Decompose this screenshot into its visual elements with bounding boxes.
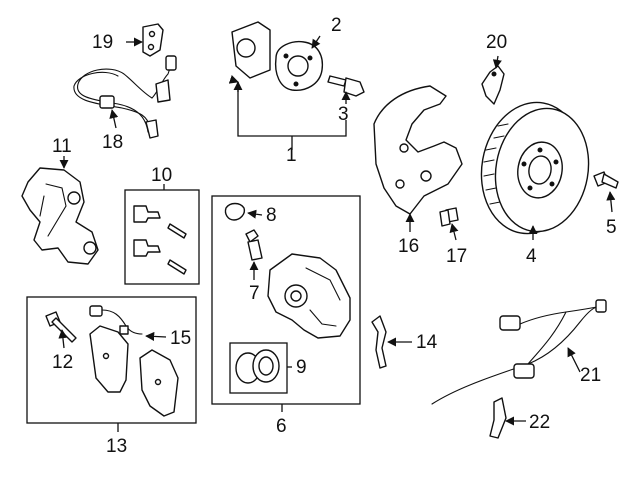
caliper-bracket-part-11 [21,167,99,265]
hub-part-2 [231,21,324,91]
wear-sensor-part-15 [89,305,143,335]
box-seal-kit [229,342,288,394]
bracket-part-19 [142,23,164,57]
callout-label-6: 6 [276,416,287,437]
seal-kit-part-9 [235,349,280,384]
callout-label-10: 10 [151,165,172,186]
callout-label-20: 20 [486,32,507,53]
splash-shield-part-16 [373,85,463,215]
brake-pads-part-13 [89,325,179,417]
shield-bolt-part-17 [439,207,459,227]
callout-label-1: 1 [286,145,297,166]
callout-label-7: 7 [249,283,260,304]
callout-label-5: 5 [606,217,617,238]
callout-label-11: 11 [52,136,72,157]
box-pad-kit [26,296,197,424]
callout-label-2: 2 [331,15,342,36]
leader-part-1 [237,82,347,150]
harness-part-21 [431,299,607,405]
clip-part-20 [481,65,505,105]
callout-label-9: 9 [296,357,307,378]
caliper-bolt-part-12 [45,311,77,343]
box-caliper-assembly [211,195,361,405]
leader-arrows [58,35,616,432]
callout-label-19: 19 [92,32,113,53]
callout-label-13: 13 [106,436,127,457]
callout-labels: 1 2 3 4 5 6 7 8 9 10 11 12 13 14 15 16 1… [52,15,617,457]
callout-label-16: 16 [398,236,419,257]
callout-label-4: 4 [526,246,537,267]
callout-label-18: 18 [102,132,123,153]
callout-label-8: 8 [266,205,277,226]
callout-label-15: 15 [170,328,191,349]
bleeder-part-7 [245,229,263,261]
abs-sensor-part-18 [73,55,177,139]
guide-pins-part-10 [133,205,187,275]
dust-cap-part-8 [224,202,246,221]
caliper-body [267,253,351,339]
rotor-screw-part-5 [593,171,619,189]
spring-clip-part-14 [371,315,387,369]
callout-label-22: 22 [529,412,550,433]
callout-label-17: 17 [446,246,467,267]
callout-label-21: 21 [580,365,601,386]
clip-part-22 [489,397,507,439]
callout-label-14: 14 [416,332,438,353]
box-guide-pin-kit [124,189,200,285]
callout-label-12: 12 [52,352,73,373]
callout-label-3: 3 [338,104,349,125]
brake-rotor-part-4 [480,101,590,235]
